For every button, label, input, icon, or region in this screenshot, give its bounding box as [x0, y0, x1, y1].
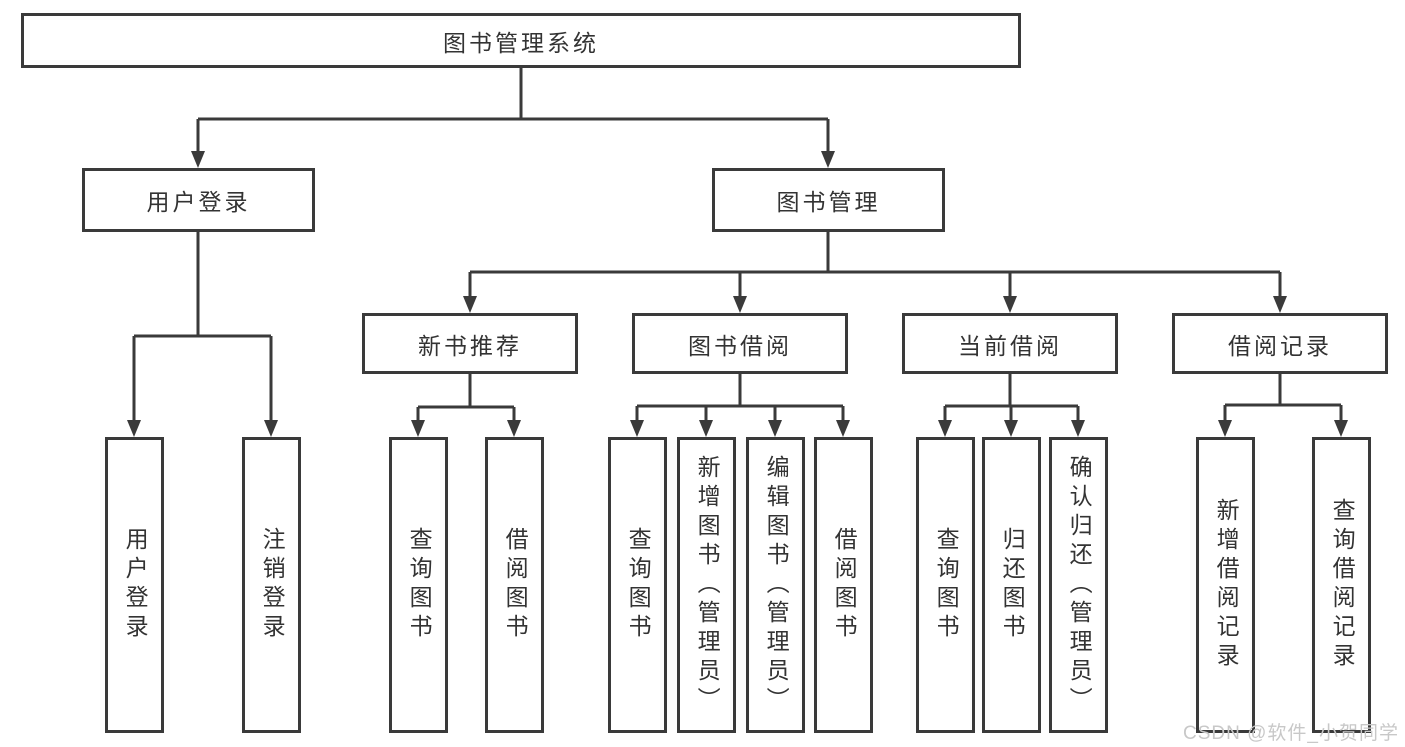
leaf-borrow-add-book-admin: 新增图书（管理员）	[677, 437, 736, 733]
node-label: 新书推荐	[418, 332, 522, 359]
rail-user	[127, 232, 278, 437]
node-label: 图书管理系统	[443, 29, 599, 56]
rail-borrow	[630, 374, 850, 437]
node-label: 归还图书	[999, 527, 1026, 643]
rail-current	[938, 374, 1085, 437]
leaf-current-confirm-return-admin: 确认归还（管理员）	[1049, 437, 1108, 733]
node-label: 当前借阅	[958, 332, 1062, 359]
node-current-borrow: 当前借阅	[902, 313, 1118, 374]
node-label: 图书管理	[776, 189, 881, 215]
node-label: 用户登录	[146, 189, 251, 215]
leaf-user-logout: 注销登录	[242, 437, 301, 733]
leaf-recommend-query-book: 查询图书	[389, 437, 448, 733]
leaf-records-add-record: 新增借阅记录	[1196, 437, 1255, 733]
node-label: 图书借阅	[688, 332, 792, 359]
node-label: 借阅图书	[831, 527, 858, 643]
node-label: 借阅图书	[502, 527, 529, 643]
leaf-borrow-borrow-book: 借阅图书	[814, 437, 873, 733]
node-label: 借阅记录	[1228, 332, 1332, 359]
node-label: 查询图书	[406, 527, 433, 643]
leaf-current-query-book: 查询图书	[916, 437, 975, 733]
rail-manage	[463, 232, 1287, 313]
node-label: 确认归还（管理员）	[1066, 454, 1093, 716]
leaf-borrow-query-book: 查询图书	[608, 437, 667, 733]
leaf-records-query-record: 查询借阅记录	[1312, 437, 1371, 733]
node-label: 编辑图书（管理员）	[763, 454, 790, 716]
node-label: 注销登录	[259, 527, 286, 643]
node-label: 查询图书	[625, 527, 652, 643]
node-book-manage: 图书管理	[712, 168, 945, 232]
node-borrow-records: 借阅记录	[1172, 313, 1388, 374]
node-label: 新增借阅记录	[1213, 498, 1240, 672]
node-user-login: 用户登录	[82, 168, 315, 232]
node-label: 查询借阅记录	[1329, 498, 1356, 672]
leaf-current-return-book: 归还图书	[982, 437, 1041, 733]
rail-root	[191, 68, 835, 168]
leaf-user-login: 用户登录	[105, 437, 164, 733]
csdn-watermark: CSDN @软件_小贺同学	[1183, 723, 1399, 744]
leaf-borrow-edit-book-admin: 编辑图书（管理员）	[746, 437, 805, 733]
node-label: 用户登录	[122, 527, 149, 643]
node-new-book-recommend: 新书推荐	[362, 313, 578, 374]
node-label: 新增图书（管理员）	[694, 454, 721, 716]
leaf-recommend-borrow-book: 借阅图书	[485, 437, 544, 733]
node-label: 查询图书	[933, 527, 960, 643]
node-book-borrow: 图书借阅	[632, 313, 848, 374]
rail-recommend	[411, 374, 521, 437]
node-root: 图书管理系统	[21, 13, 1021, 68]
rail-records	[1218, 374, 1348, 437]
